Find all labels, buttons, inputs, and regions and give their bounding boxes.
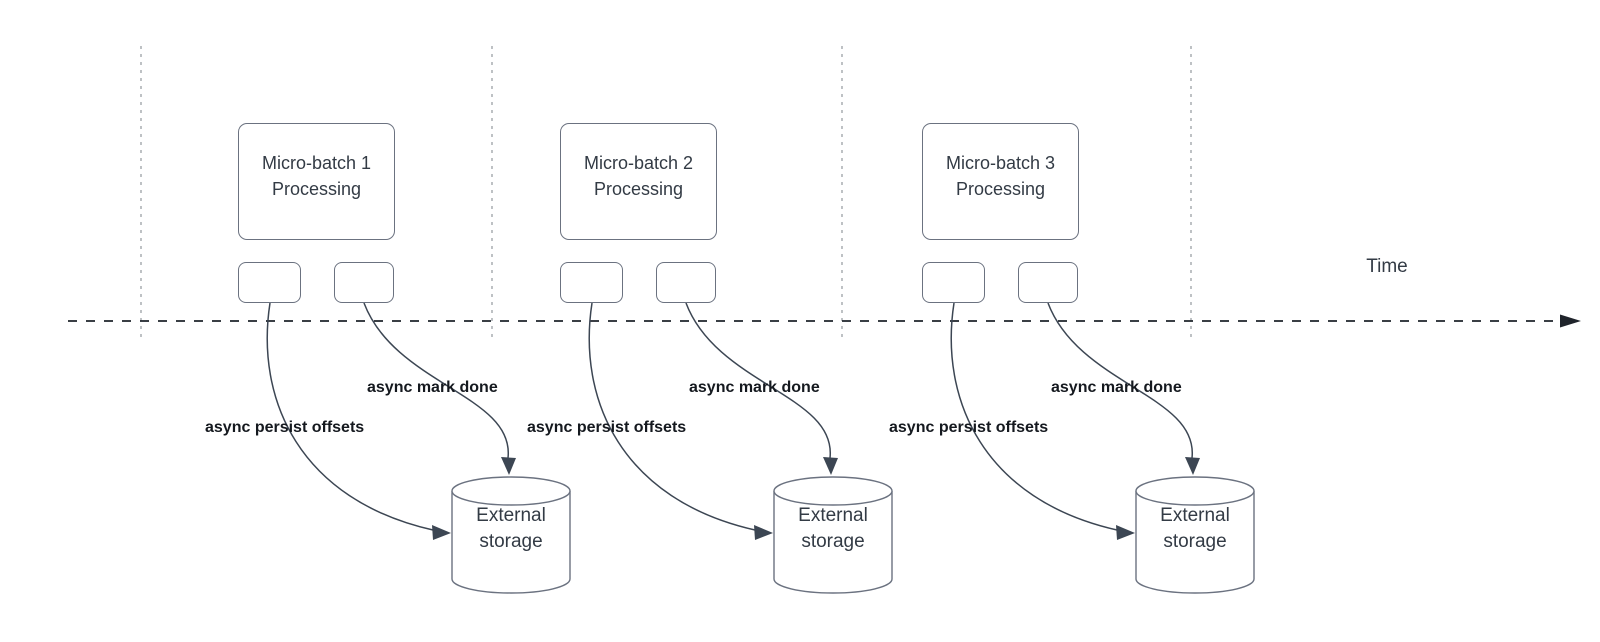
- storage-cylinder-body: [1135, 491, 1255, 594]
- micro-batch-3-group: Micro-batch 3 Processing async persist o…: [684, 0, 1600, 642]
- persist-offsets-label-2: async persist offsets: [527, 419, 687, 436]
- mark-done-arrow: [363, 302, 509, 459]
- mark-done-arrow: [1047, 302, 1193, 459]
- mark-done-arrow: [685, 302, 831, 459]
- micro-batch-3-box: Micro-batch 3 Processing: [922, 123, 1079, 240]
- storage-cylinder-top: [451, 476, 571, 506]
- persist-offsets-arrowhead: [1116, 525, 1135, 540]
- offset-token-box-2: [560, 262, 623, 303]
- persist-offsets-label-1: async persist offsets: [205, 419, 365, 436]
- offset-token-box-1: [238, 262, 301, 303]
- micro-batch-2-box-label: Micro-batch 2 Processing: [583, 152, 694, 199]
- external-storage-label-2: External storage: [798, 505, 868, 552]
- batch-2-flow-shapes: [588, 302, 893, 594]
- micro-batch-2-box: Micro-batch 2 Processing: [560, 123, 717, 240]
- mark-done-label-2: async mark done: [689, 379, 820, 396]
- micro-batch-3-box-label: Micro-batch 3 Processing: [945, 152, 1056, 199]
- mark-done-arrowhead: [1185, 457, 1200, 475]
- persist-offsets-arrow: [266, 302, 434, 531]
- external-storage-label-3: External storage: [1160, 505, 1230, 552]
- mark-done-label-3: async mark done: [1051, 379, 1182, 396]
- persist-offsets-arrowhead: [754, 525, 773, 540]
- time-gridlines: [140, 46, 1192, 341]
- mark-done-label-1: async mark done: [367, 379, 498, 396]
- storage-cylinder-body: [451, 491, 571, 594]
- time-axis-arrowhead: [1560, 314, 1581, 328]
- persist-offsets-label-3: async persist offsets: [889, 419, 1049, 436]
- persist-offsets-arrow: [588, 302, 756, 531]
- storage-cylinder-top: [1135, 476, 1255, 506]
- persist-offsets-arrow: [950, 302, 1118, 531]
- done-token-box-3: [1018, 262, 1078, 303]
- batch-1-flow-shapes: [266, 302, 571, 594]
- micro-batch-1-box-label: Micro-batch 1 Processing: [261, 152, 372, 199]
- offset-token-box-3: [922, 262, 985, 303]
- micro-batch-2-group: Micro-batch 2 Processing async persist o…: [322, 0, 1600, 642]
- mark-done-arrowhead: [823, 457, 838, 475]
- done-token-box-1: [334, 262, 394, 303]
- persist-offsets-arrowhead: [432, 525, 451, 540]
- storage-cylinder-top: [773, 476, 893, 506]
- external-storage-label-1: External storage: [476, 505, 546, 552]
- storage-cylinder-body: [773, 491, 893, 594]
- micro-batch-1-box: Micro-batch 1 Processing: [238, 123, 395, 240]
- time-axis-label: Time: [1366, 256, 1408, 277]
- batch-3-flow-shapes: [950, 302, 1255, 594]
- done-token-box-2: [656, 262, 716, 303]
- mark-done-arrowhead: [501, 457, 516, 475]
